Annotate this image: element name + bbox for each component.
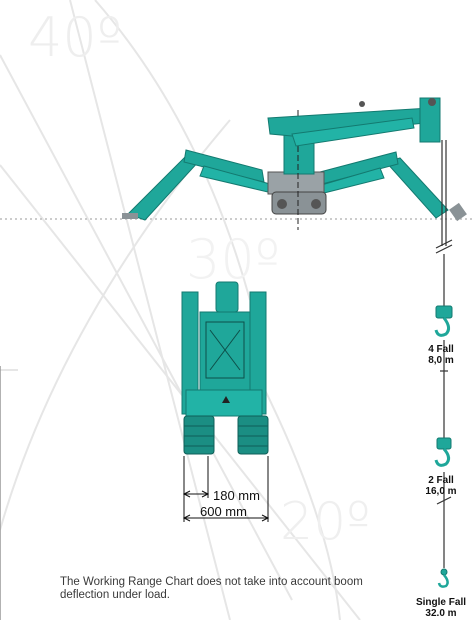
hook-rope — [435, 140, 453, 568]
outrigger-right — [317, 151, 467, 222]
outrigger-left — [122, 149, 271, 221]
crane-base — [267, 171, 325, 195]
dimension-inner-label: 180 mm — [213, 488, 260, 503]
range-arcs — [0, 0, 361, 620]
hook-4-fall — [434, 305, 453, 337]
crane-front-view — [181, 281, 269, 455]
dimension-outer-label: 600 mm — [200, 504, 247, 519]
crane-side-view — [122, 97, 467, 230]
deflection-note: The Working Range Chart does not take in… — [60, 576, 363, 601]
angle-label-30: 30º — [186, 228, 281, 291]
track-left — [183, 415, 215, 455]
fall-label-4-length: 8,0 m — [428, 355, 454, 366]
angle-label-20: 20º — [280, 492, 371, 552]
angle-label-40: 40º — [28, 6, 123, 69]
fall-label-single: Single Fall 32.0 m — [406, 597, 472, 619]
fall-label-4-name: 4 Fall — [428, 344, 454, 355]
hook-single-fall — [437, 568, 449, 588]
fall-label-4: 4 Fall 8,0 m — [406, 344, 472, 366]
fall-label-2: 2 Fall 16,0 m — [406, 475, 472, 497]
fall-label-2-length: 16,0 m — [425, 486, 457, 497]
dimension-lines — [182, 456, 270, 522]
fall-label-2-name: 2 Fall — [428, 475, 454, 486]
fall-label-single-length: 32.0 m — [425, 608, 457, 619]
hook-2-fall — [434, 437, 452, 467]
track-right — [237, 415, 269, 455]
fall-label-single-name: Single Fall — [415, 597, 466, 608]
